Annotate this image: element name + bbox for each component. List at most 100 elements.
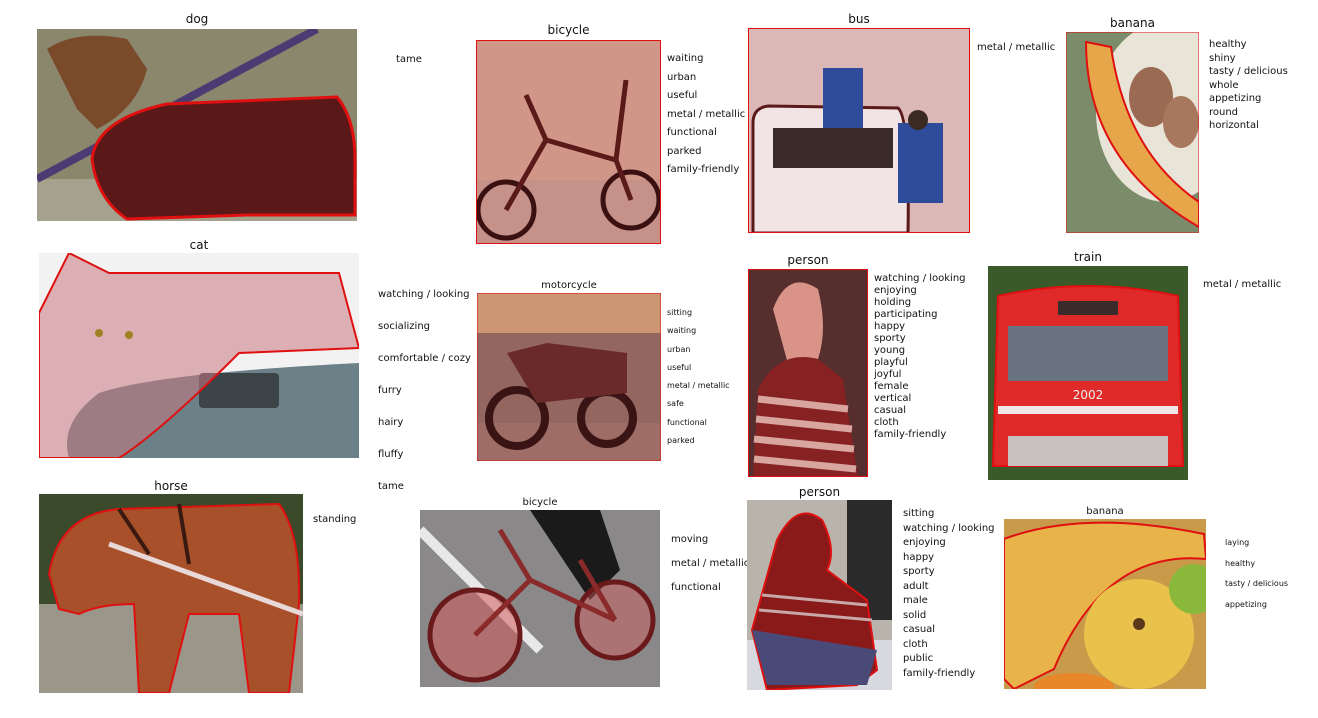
attribute: laying [1225, 538, 1250, 547]
attribute-list-person-2: sitting watching / looking enjoying happ… [903, 507, 995, 681]
attribute: public [903, 653, 934, 664]
attribute: holding [874, 297, 912, 308]
photo-train: 2002 [988, 266, 1188, 480]
attribute: hairy [378, 417, 404, 428]
attribute: furry [378, 385, 402, 396]
photo-banana-2 [1004, 519, 1206, 689]
attribute: urban [667, 344, 691, 354]
attribute: tame [396, 54, 422, 65]
attribute: participating [874, 309, 938, 320]
attribute: waiting [667, 53, 704, 64]
attribute-list-bus: metal / metallic [977, 42, 1055, 54]
attribute: urban [667, 71, 697, 83]
attribute-list-person: watching / looking enjoying holding part… [874, 273, 966, 441]
panel-title-cat: cat [189, 238, 209, 252]
attribute: sporty [903, 566, 935, 577]
attribute: tame [378, 481, 404, 492]
panel-title-bus: bus [848, 12, 870, 26]
photo-motorcycle [477, 293, 661, 461]
photo-bus [748, 28, 970, 233]
attribute: parked [667, 145, 702, 157]
attribute: enjoying [874, 285, 917, 296]
attribute: metal / metallic [671, 558, 750, 569]
attribute-list-horse: standing [313, 514, 356, 526]
attribute-list-train: metal / metallic [1203, 279, 1281, 291]
attribute: watching / looking [903, 522, 995, 534]
attribute: functional [671, 582, 721, 593]
attribute: watching / looking [378, 289, 470, 300]
attribute: tasty / delicious [1209, 66, 1288, 77]
attribute: metal / metallic [667, 108, 746, 120]
photo-cat [39, 253, 359, 458]
attribute: adult [903, 580, 929, 592]
attribute-list-dog: tame [396, 54, 422, 66]
panel-title-person: person [787, 253, 829, 267]
attribute: comfortable / cozy [378, 353, 471, 364]
photo-dog [37, 29, 357, 221]
attribute: metal / metallic [1203, 279, 1282, 290]
attribute: healthy [1209, 39, 1247, 50]
attribute: family-friendly [667, 164, 740, 175]
panel-title-motorcycle: motorcycle [541, 280, 597, 291]
train-number-label: 2002 [1073, 388, 1104, 402]
attribute: male [903, 595, 928, 606]
attribute: vertical [874, 393, 912, 404]
photo-horse [39, 494, 303, 693]
attribute: family-friendly [903, 667, 976, 679]
attribute: waiting [667, 326, 697, 336]
attribute: female [874, 381, 909, 392]
attribute: whole [1209, 79, 1239, 91]
panel-title-dog: dog [185, 12, 209, 26]
attribute: joyful [874, 369, 902, 380]
attribute: shiny [1209, 52, 1236, 64]
photo-banana [1066, 32, 1199, 233]
attribute: cloth [874, 417, 899, 428]
panel-title-bicycle: bicycle [547, 23, 590, 37]
attribute: useful [667, 90, 698, 101]
panel-title-train: train [1074, 250, 1102, 264]
attribute: round [1209, 106, 1239, 118]
attribute: playful [874, 357, 908, 368]
panel-title-horse: horse [154, 479, 188, 493]
attribute: moving [671, 534, 709, 545]
attribute: family-friendly [874, 429, 947, 440]
attribute-list-cat: watching / looking socializing comfortab… [378, 279, 471, 503]
photo-person-2 [747, 500, 892, 690]
attribute: standing [313, 514, 357, 525]
photo-person [748, 269, 868, 477]
attribute: cloth [903, 638, 928, 650]
attribute: solid [903, 609, 927, 621]
attribute: functional [667, 417, 707, 427]
panel-title-person-2: person [798, 485, 841, 499]
attribute: healthy [1225, 558, 1256, 568]
panel-title-banana-2: banana [1086, 506, 1124, 517]
attribute-list-banana: healthy shiny tasty / delicious whole ap… [1209, 38, 1288, 133]
attribute: metal / metallic [667, 381, 730, 391]
attribute: parked [667, 436, 695, 446]
attribute: useful [667, 362, 692, 372]
attribute: watching / looking [874, 273, 966, 284]
attribute: tasty / delicious [1225, 579, 1289, 589]
attribute: young [874, 345, 906, 356]
attribute: sitting [903, 508, 935, 519]
attribute: socializing [378, 321, 431, 332]
attribute: metal / metallic [977, 42, 1056, 53]
attribute: safe [667, 399, 684, 409]
photo-bicycle-2 [420, 510, 660, 687]
attribute-list-bicycle: waiting urban useful metal / metallic fu… [667, 50, 745, 180]
attribute-list-banana-2: laying healthy tasty / delicious appetiz… [1225, 533, 1288, 616]
attribute-list-bicycle-2: moving metal / metallic functional [671, 528, 749, 600]
attribute: casual [874, 405, 907, 416]
attribute: appetizing [1225, 600, 1267, 610]
panel-title-banana: banana [1110, 16, 1155, 30]
panel-title-bicycle-2: bicycle [522, 497, 558, 508]
photo-bicycle [476, 40, 661, 244]
attribute: horizontal [1209, 120, 1259, 131]
attribute: appetizing [1209, 93, 1262, 104]
attribute: fluffy [378, 449, 404, 460]
attribute: happy [874, 321, 906, 332]
attribute: enjoying [903, 537, 946, 548]
attribute: functional [667, 127, 717, 138]
attribute: happy [903, 551, 935, 563]
attribute-list-motorcycle: sitting waiting urban useful metal / met… [667, 304, 730, 450]
